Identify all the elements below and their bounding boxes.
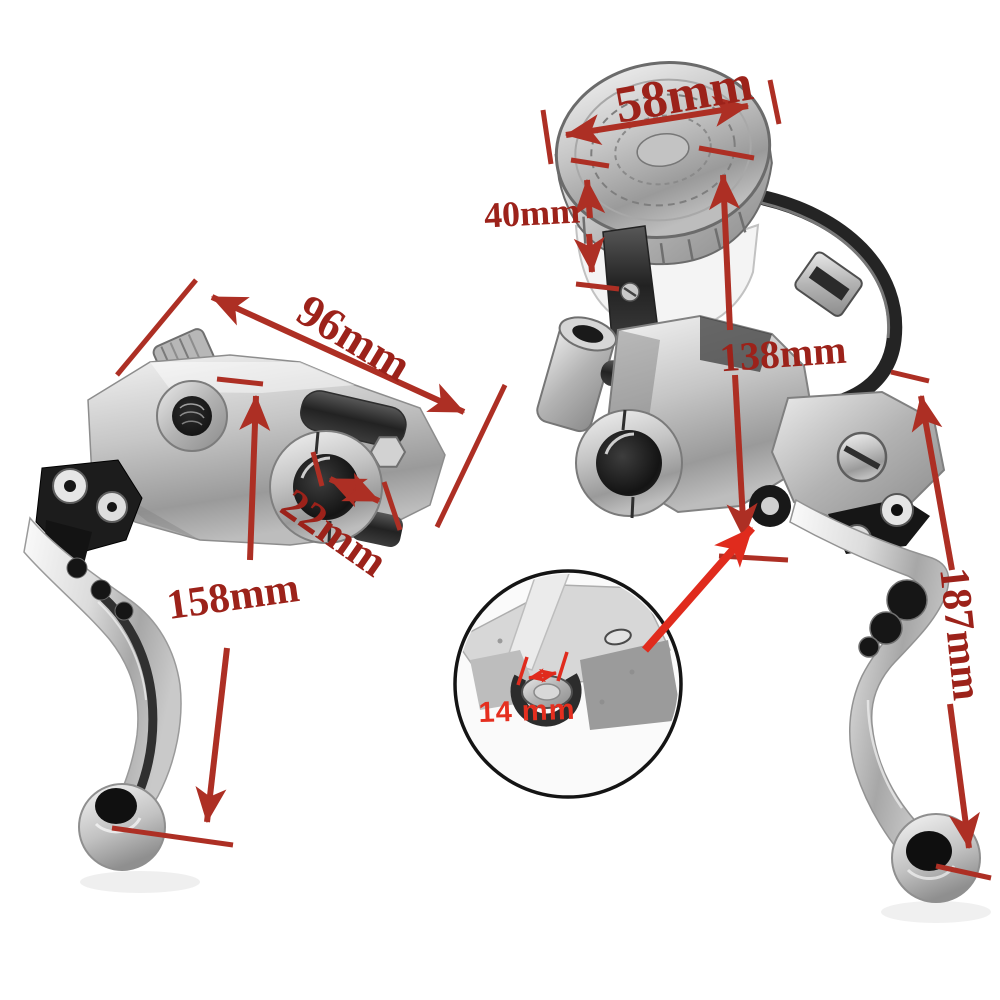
inset-pointer-arrow [641, 525, 756, 653]
dim-arrow-clamp-bore [310, 451, 403, 531]
dim-arrow-reservoir-height [570, 157, 620, 292]
right-handlebar-clamp [575, 409, 683, 519]
left-handlebar-clamp [269, 430, 383, 544]
dim-arrow-cap-diameter [540, 79, 782, 165]
dim-arrow-left-lever-length [111, 376, 271, 848]
hose-clamp [794, 251, 863, 317]
left-lever [23, 516, 182, 871]
piston-diameter-dimension-label: 14 mm [478, 693, 576, 730]
piston-detail-inset [453, 569, 683, 799]
right-master-cylinder-assembly [536, 61, 981, 903]
reservoir-height-dimension-label: 40mm [483, 190, 581, 236]
dim-arrow-body-width [115, 278, 508, 529]
right-lever-shadow [881, 901, 991, 923]
right-mirror-mount-boss [536, 316, 617, 433]
left-mirror-mount-boss [156, 380, 228, 452]
left-lever-shadow [80, 871, 200, 893]
assembly-height-dimension-label: 138mm [718, 326, 848, 381]
dimension-annotations [111, 79, 992, 881]
left-clamp-hex-nut [369, 436, 407, 468]
piston-diameter-dimension [516, 651, 569, 686]
dim-arrow-right-lever-length [890, 369, 992, 881]
